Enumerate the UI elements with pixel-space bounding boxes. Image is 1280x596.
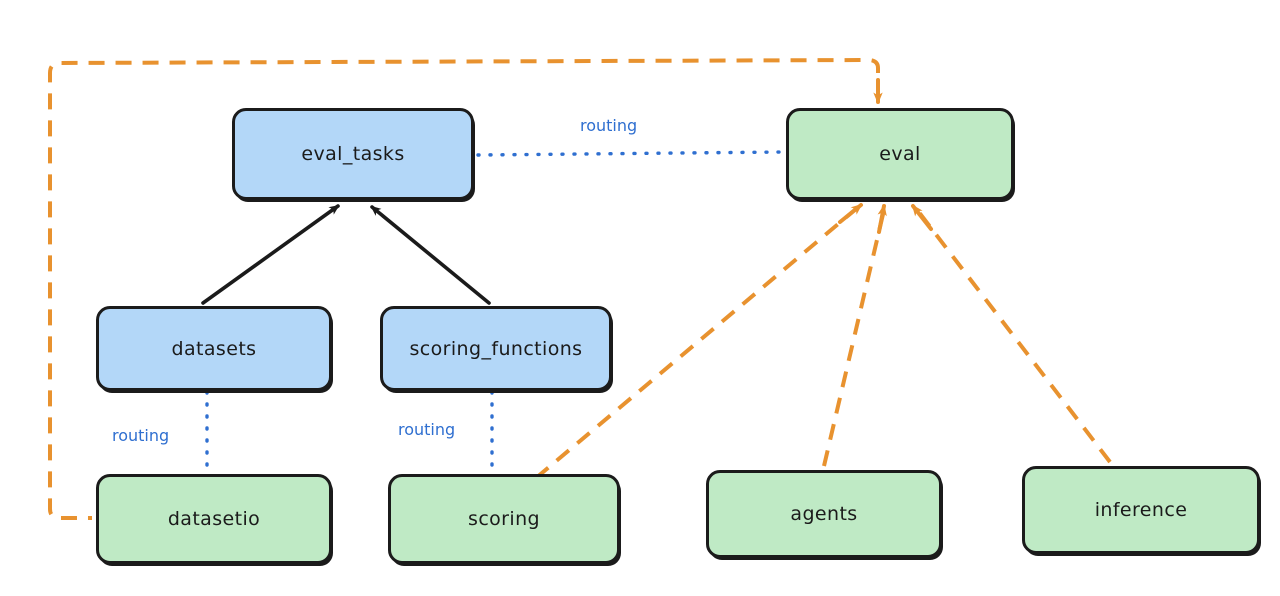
edge-datasets-to-eval-tasks [201, 204, 340, 305]
node-agents[interactable]: agents [706, 470, 942, 558]
node-eval-tasks[interactable]: eval_tasks [232, 108, 474, 200]
node-label: scoring_functions [409, 337, 583, 360]
edge-label-routing-eval: routing [578, 116, 640, 135]
node-label: datasets [171, 337, 257, 360]
node-scoring-functions[interactable]: scoring_functions [380, 306, 612, 391]
node-inference[interactable]: inference [1022, 466, 1260, 554]
arrowhead-agents-eval [877, 204, 887, 234]
edge-scoring-to-eval [534, 207, 858, 480]
edge-eval-to-datasetio [48, 57, 880, 520]
edge-agents-to-eval [822, 209, 886, 467]
edge-scoring-functions-to-eval-tasks [370, 205, 491, 305]
node-label: agents [790, 503, 858, 525]
edge-eval-tasks-to-eval [476, 150, 784, 157]
arrowhead-scoring-eval [838, 203, 863, 224]
edge-inference-to-eval [916, 209, 1112, 464]
node-label: scoring [468, 508, 540, 530]
node-label: eval [879, 143, 921, 165]
node-label: inference [1094, 499, 1188, 521]
node-eval[interactable]: eval [786, 108, 1014, 200]
node-datasets[interactable]: datasets [96, 306, 332, 391]
arrowhead-inference-eval [911, 204, 933, 231]
edge-label-routing-datasetio: routing [110, 426, 172, 445]
node-label: datasetio [167, 508, 261, 530]
node-label: eval_tasks [301, 143, 405, 165]
node-datasetio[interactable]: datasetio [96, 474, 332, 564]
edge-label-routing-scoring: routing [396, 420, 458, 439]
node-scoring[interactable]: scoring [388, 474, 620, 564]
